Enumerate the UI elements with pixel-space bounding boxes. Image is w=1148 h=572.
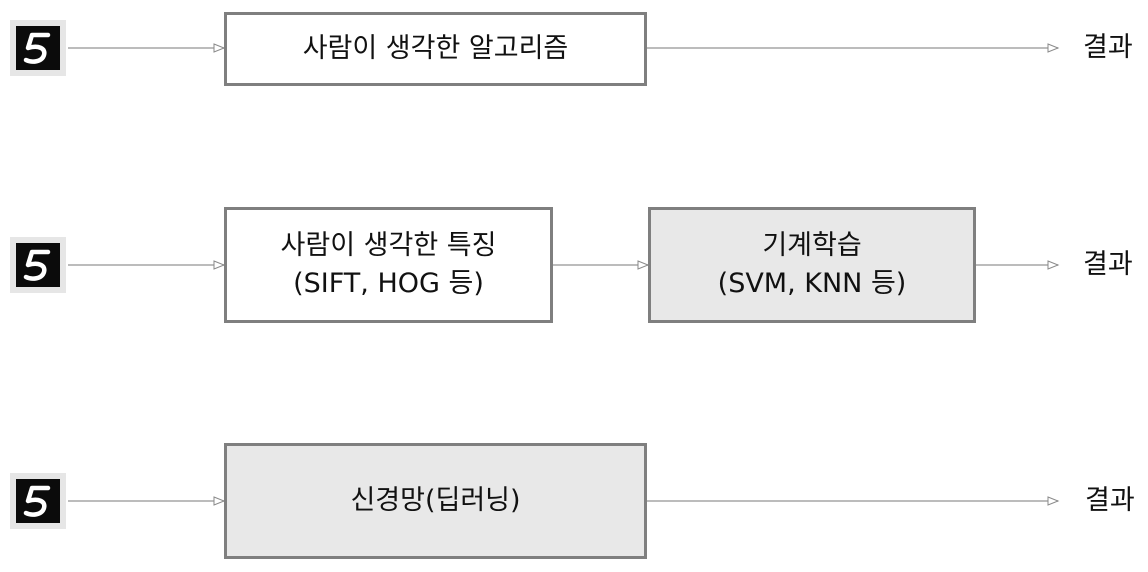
machine-learning-box: 기계학습 (SVM, KNN 등) (648, 207, 976, 323)
result-label: 결과 (1083, 32, 1133, 63)
handwritten-digit-5-image (10, 20, 66, 76)
human-algorithm-box: 사람이 생각한 알고리즘 (224, 12, 647, 86)
digit-5-glyph (23, 485, 51, 517)
handwritten-digit-5-image (10, 237, 66, 293)
human-features-box: 사람이 생각한 특징 (SIFT, HOG 등) (224, 207, 553, 323)
digit-5-glyph (23, 249, 51, 281)
human-features-examples: (SIFT, HOG 등) (293, 268, 484, 299)
machine-learning-label: 기계학습 (762, 230, 862, 261)
neural-network-label: 신경망(딥러닝) (350, 485, 521, 516)
result-label: 결과 (1085, 485, 1135, 516)
human-algorithm-label: 사람이 생각한 알고리즘 (302, 33, 569, 64)
machine-learning-examples: (SVM, KNN 등) (717, 268, 907, 299)
neural-network-box: 신경망(딥러닝) (224, 443, 647, 559)
result-label: 결과 (1083, 249, 1133, 280)
human-features-label: 사람이 생각한 특징 (280, 230, 497, 261)
handwritten-digit-5-image (10, 473, 66, 529)
digit-5-glyph (23, 32, 51, 64)
